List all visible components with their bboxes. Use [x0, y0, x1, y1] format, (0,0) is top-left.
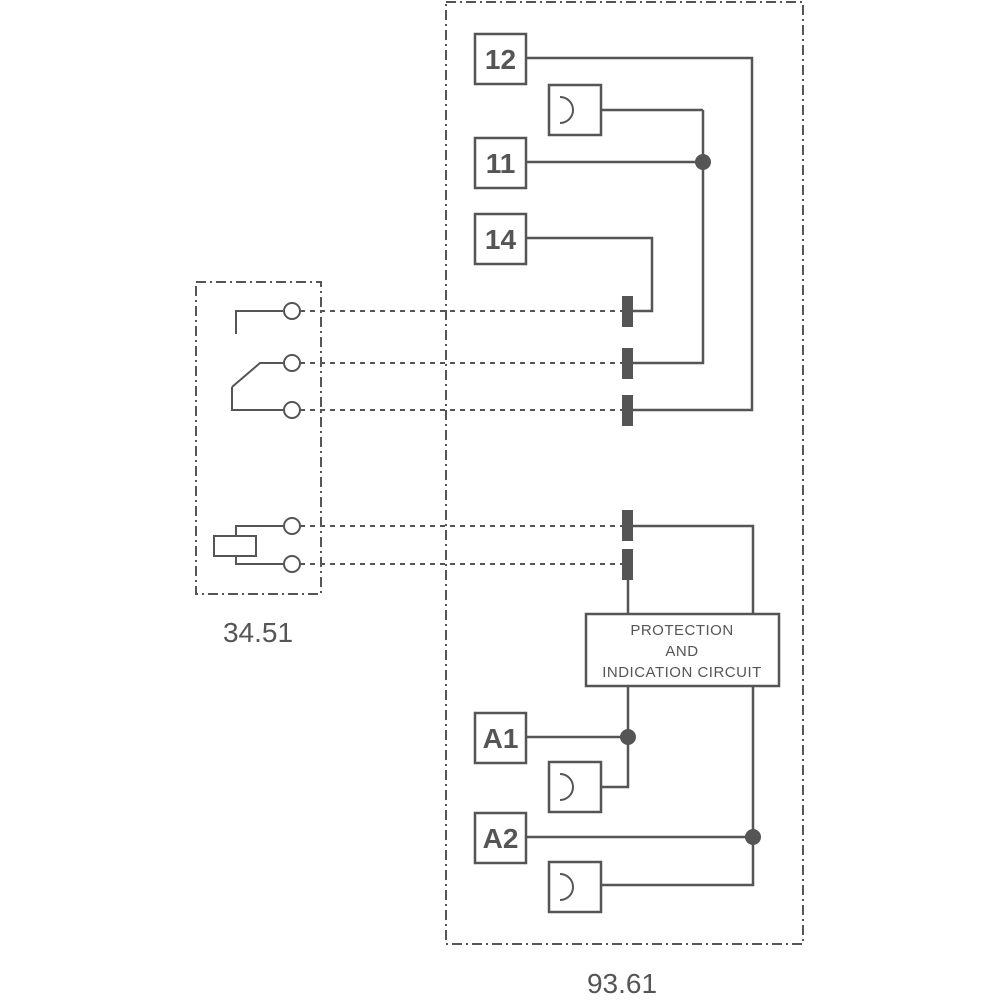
- terminal-12-label: 12: [485, 44, 516, 75]
- junction-dot-a2: [745, 829, 761, 845]
- screw-clamp-icon: [547, 760, 603, 814]
- screw-clamp-icon: [547, 83, 603, 137]
- terminal-a2: A2: [473, 811, 528, 865]
- relay-terminal-ring: [283, 302, 301, 320]
- relay-terminal-ring: [283, 401, 301, 419]
- relay-terminal-ring: [283, 354, 301, 372]
- terminal-14-label: 14: [485, 224, 517, 255]
- screw-clamp-icon: [547, 860, 603, 914]
- circuit-block-line-2: AND: [665, 643, 698, 660]
- wire-terminal-12: [526, 56, 754, 412]
- relay-model-label: 34.51: [223, 617, 293, 648]
- wire-coil-rail-a2: [601, 524, 755, 887]
- terminal-a1: A1: [473, 711, 528, 765]
- relay-coil-lead-bottom: [235, 556, 283, 565]
- socket-pin: [622, 296, 633, 327]
- socket-pin: [622, 549, 633, 580]
- wire-block-to-a1: [601, 686, 630, 789]
- wire-terminal-14: [526, 236, 654, 313]
- relay-contact-arm: [231, 362, 283, 388]
- terminal-11: 11: [473, 136, 528, 190]
- terminal-a2-label: A2: [483, 823, 519, 854]
- socket-pin: [622, 348, 633, 379]
- relay-terminal-ring: [283, 517, 301, 535]
- relay-module-boundary: [195, 281, 322, 595]
- socket-module-boundary: [445, 1, 804, 945]
- socket-pin: [622, 395, 633, 426]
- relay-contact-no: [235, 310, 283, 334]
- socket-pin: [622, 510, 633, 541]
- terminal-a1-label: A1: [483, 723, 519, 754]
- relay-coil-icon: [213, 535, 257, 557]
- terminal-11-label: 11: [486, 148, 516, 179]
- junction-dot-11: [695, 154, 711, 170]
- circuit-block-line-3: INDICATION CIRCUIT: [602, 664, 762, 681]
- relay-contact-nc: [231, 387, 283, 411]
- terminal-14: 14: [473, 212, 528, 266]
- circuit-block-line-1: PROTECTION: [630, 622, 733, 639]
- terminal-12: 12: [473, 32, 528, 86]
- socket-model-label: 93.61: [587, 968, 657, 999]
- junction-dot-a1: [620, 729, 636, 745]
- protection-indication-circuit-block: PROTECTION AND INDICATION CIRCUIT: [584, 612, 781, 688]
- relay-terminal-ring: [283, 555, 301, 573]
- relay-coil-lead-top: [235, 525, 283, 536]
- wire-common-rail: [632, 110, 705, 365]
